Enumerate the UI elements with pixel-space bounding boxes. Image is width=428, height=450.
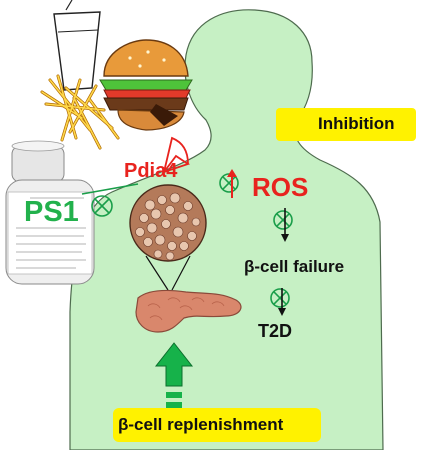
inhibition-legend-box (276, 108, 416, 141)
islet-pointer-left (145, 255, 169, 291)
inhibition-icon-t2d (270, 288, 290, 308)
inhibition-label: Inhibition (318, 114, 395, 133)
inhibition-icon-beta (273, 210, 293, 230)
ros-up-arrow-icon (227, 169, 237, 198)
beta-cell-replenishment-label: β-cell replenishment (118, 415, 284, 434)
replenishment-box (113, 408, 321, 442)
supplement-bottle-icon (5, 140, 95, 285)
beta-down-arrow-icon (281, 208, 289, 242)
ps1-label: PS1 (24, 196, 79, 228)
up-arrow-icon (154, 342, 194, 408)
islet-micrograph-icon (129, 184, 207, 262)
pancreas-icon (135, 289, 242, 333)
fast-food-icon (40, 0, 193, 150)
beta-cell-failure-label: β-cell failure (244, 257, 345, 276)
t2d-down-arrow-icon (278, 288, 286, 316)
human-body-silhouette (69, 9, 384, 450)
ros-label: ROS (252, 172, 309, 202)
t2d-label: T2D (258, 321, 293, 341)
pdia4-wedge-icon (161, 136, 191, 174)
islet-pointer-right (171, 255, 191, 291)
pdia4-label: Pdia4 (124, 160, 178, 182)
inhibition-icon-ps1 (81, 183, 139, 217)
